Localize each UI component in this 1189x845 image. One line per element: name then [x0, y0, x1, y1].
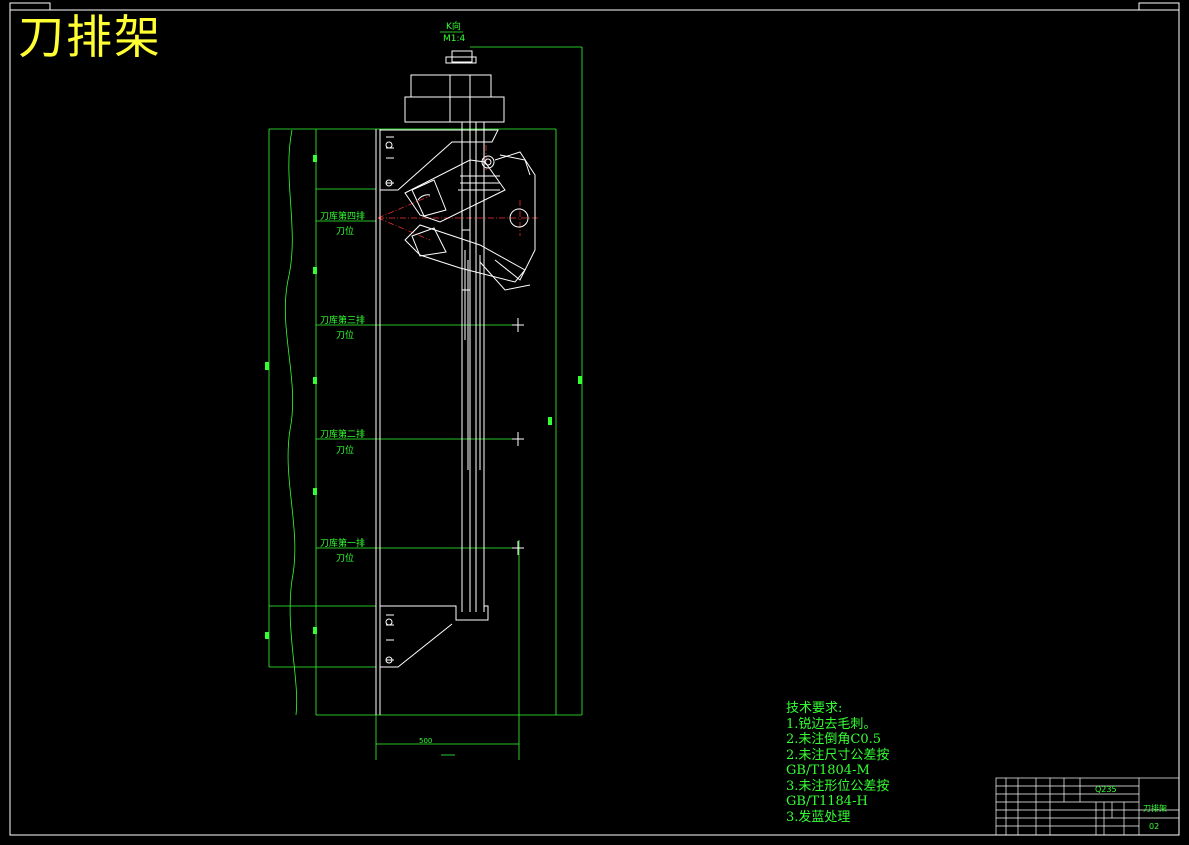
requirement-item: GB/T1804-M	[786, 763, 870, 778]
requirement-item: 1.锐边去毛刺。	[786, 716, 877, 732]
title-block-part-name: 刀排架	[1143, 804, 1167, 813]
requirement-item: 2.未注尺寸公差按	[786, 747, 890, 763]
requirement-item: 3.发蓝处理	[786, 809, 851, 825]
requirement-item: GB/T1184-H	[786, 794, 868, 809]
dimension-lines	[268, 31, 583, 760]
technical-requirements: 技术要求: 1.锐边去毛刺。 2.未注倒角C0.5 2.未注尺寸公差按 GB/T…	[786, 701, 889, 825]
view-label: K向	[446, 22, 461, 32]
requirements-heading: 技术要求:	[786, 701, 843, 716]
position-4-label: 刀库第四排	[320, 212, 366, 222]
title-block-drawing-no: 02	[1149, 822, 1160, 831]
part-outline	[375, 50, 536, 715]
position-2-sub: 刀位	[336, 446, 355, 456]
position-3-label: 刀库第三排	[320, 316, 366, 326]
requirement-item: 2.未注倒角C0.5	[786, 732, 882, 747]
center-lines	[377, 145, 540, 241]
requirement-item: 3.未注形位公差按	[786, 778, 890, 794]
position-1-sub: 刀位	[336, 554, 355, 564]
position-1-label: 刀库第一排	[320, 539, 366, 549]
position-4-sub: 刀位	[336, 227, 355, 237]
title-block	[995, 777, 1180, 836]
drawing-title: 刀排架	[18, 10, 162, 64]
position-2-label: 刀库第二排	[320, 430, 366, 440]
position-3-sub: 刀位	[336, 331, 355, 341]
view-scale: M1:4	[443, 34, 466, 44]
dimension-ticks	[265, 155, 582, 639]
bottom-dimension: 500	[419, 737, 433, 745]
title-block-material: Q235	[1095, 785, 1117, 794]
sheet-border	[9, 2, 1180, 836]
